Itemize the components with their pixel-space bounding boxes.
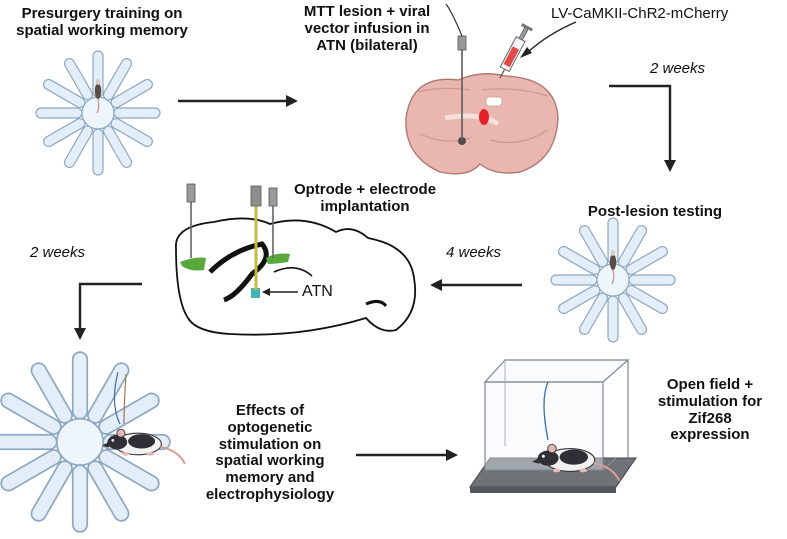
lesion-line-3: ATN (bilateral) xyxy=(316,36,418,54)
interval-before-implant: 4 weeks xyxy=(446,244,502,261)
presurgery-line-1: Presurgery training on xyxy=(21,5,183,22)
step-implant-label: Optrode + electrode implantation xyxy=(270,181,460,216)
lesion-line-1: MTT lesion + viral xyxy=(303,3,431,20)
syringe-icon xyxy=(499,23,533,79)
lesion-site xyxy=(479,109,489,125)
effects-line-1: Effects of xyxy=(235,402,305,419)
lesion-line-2: vector infusion in xyxy=(304,19,430,37)
virus-pointer-head xyxy=(520,47,532,58)
implant-line-2: implantation xyxy=(320,197,410,215)
arrow-to-implant xyxy=(430,279,522,291)
coronal-brain-section xyxy=(405,3,559,175)
presurgery-line-2: spatial working memory xyxy=(16,21,188,39)
step-effects-label: Effects of optogenetic stimulation on sp… xyxy=(200,402,340,504)
open-field-line-4: expression xyxy=(670,426,750,444)
radial-maze-presurgery xyxy=(36,51,160,175)
effects-line-3: stimulation on xyxy=(218,435,322,453)
radial-maze-post-lesion xyxy=(551,218,675,342)
atn-label: ATN xyxy=(302,283,333,300)
open-field-arena xyxy=(469,359,637,493)
step-post-lesion-label: Post-lesion testing xyxy=(587,203,723,220)
open-field-line-2: stimulation for xyxy=(657,392,763,410)
effects-line-4: spatial working xyxy=(215,452,325,470)
step-lesion-label: MTT lesion + viral vector infusion in AT… xyxy=(282,3,452,54)
arrow-to-open-field xyxy=(356,449,458,461)
sagittal-brain-section xyxy=(175,183,417,336)
atn-target xyxy=(251,288,260,298)
step-open-field-label: Open field + stimulation for Zif268 expr… xyxy=(640,376,780,444)
arrow-to-lesion xyxy=(178,95,298,107)
effects-line-5: memory and xyxy=(225,469,315,487)
arrow-to-testing xyxy=(74,282,142,340)
open-field-line-1: Open field + xyxy=(666,376,754,393)
arrow-to-post-lesion xyxy=(609,84,676,172)
virus-label: LV-CaMKII-ChR2-mCherry xyxy=(551,5,729,22)
interval-before-testing: 2 weeks xyxy=(30,244,86,261)
effects-line-2: optogenetic xyxy=(227,418,313,436)
tethered-rat xyxy=(101,371,186,465)
virus-pointer xyxy=(527,21,577,53)
interval-after-lesion: 2 weeks xyxy=(650,60,706,77)
open-field-line-3: Zif268 xyxy=(688,409,732,427)
effects-line-6: electrophysiology xyxy=(205,485,335,503)
step-presurgery-label: Presurgery training on spatial working m… xyxy=(4,5,200,40)
implant-line-1: Optrode + electrode xyxy=(293,181,437,198)
